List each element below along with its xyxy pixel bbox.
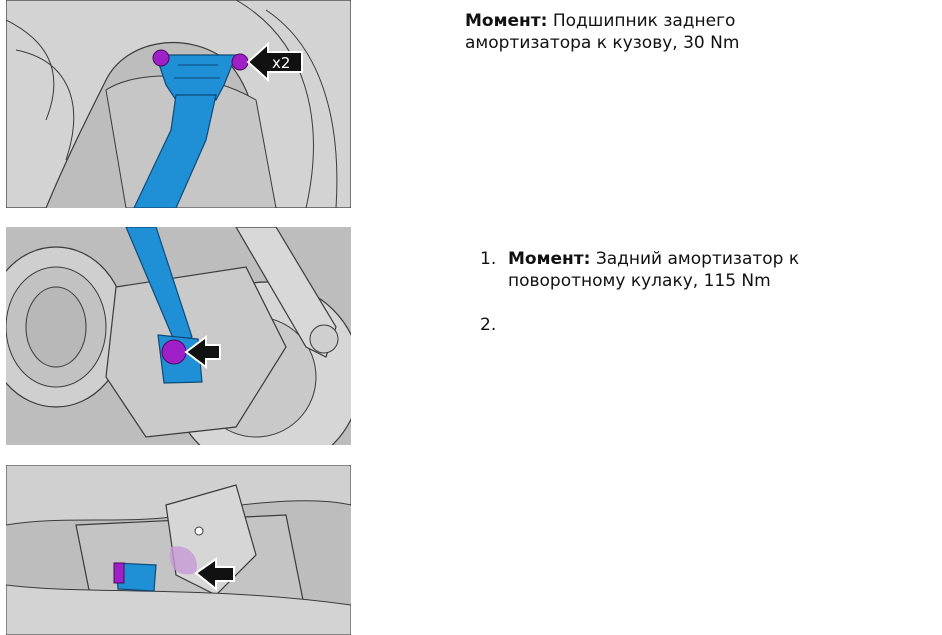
step-text [508, 314, 810, 336]
illustration-upper-mount: x2 [6, 0, 351, 208]
fastener-right [231, 53, 249, 71]
underbody-drawing [6, 465, 351, 635]
step-item: 2. [480, 314, 810, 336]
torque-label: Момент: [508, 249, 591, 269]
torque-label: Момент: [465, 11, 548, 31]
fastener-underbody [113, 562, 125, 584]
lower-mount-drawing [6, 227, 351, 445]
torque-text: Подшипник заднего амортизатора к кузову,… [465, 11, 740, 53]
torque-note-upper-mount: Момент: Подшипник заднего амортизатора к… [465, 10, 795, 54]
step-number: 2. [480, 315, 497, 335]
callout-arrow-icon [246, 41, 303, 83]
fastener-left [152, 49, 170, 67]
callout-count: x2 [272, 54, 290, 72]
step-number: 1. [480, 249, 497, 269]
upper-mount-drawing: x2 [6, 0, 351, 208]
illustration-underbody [6, 465, 351, 635]
fastener-lower [161, 339, 187, 365]
callout-arrow-icon [184, 335, 221, 369]
torque-text: Задний амортизатор к поворотному кулаку,… [508, 249, 800, 291]
procedure-steps: 1. Момент: Задний амортизатор к поворотн… [480, 248, 810, 358]
callout-arrow-icon [194, 557, 235, 592]
step-text: Момент: Задний амортизатор к поворотному… [508, 248, 810, 292]
illustration-lower-mount [6, 227, 351, 445]
step-item: 1. Момент: Задний амортизатор к поворотн… [480, 248, 810, 292]
